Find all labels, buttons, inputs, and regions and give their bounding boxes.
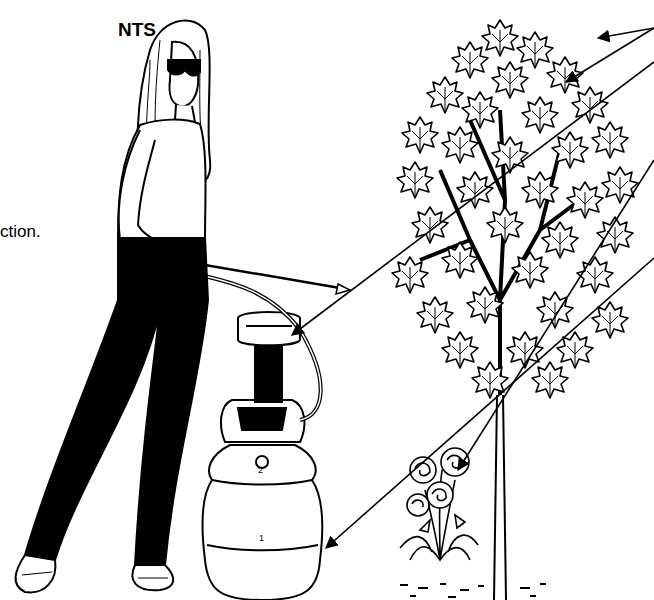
leaf xyxy=(402,117,438,153)
leaf xyxy=(522,172,558,208)
leaf xyxy=(397,162,433,198)
leaf xyxy=(487,207,523,243)
leaf xyxy=(517,32,553,68)
leaf xyxy=(452,42,488,78)
leaf xyxy=(572,87,608,123)
leaf xyxy=(542,222,578,258)
leaf xyxy=(467,287,503,323)
leaf xyxy=(462,92,498,128)
leaf xyxy=(592,122,628,158)
leaf xyxy=(522,97,558,133)
leaf xyxy=(412,207,448,243)
leaf xyxy=(577,257,613,293)
leaf xyxy=(442,242,478,278)
leaf xyxy=(567,182,603,218)
leaf xyxy=(457,172,493,208)
leaf xyxy=(482,20,518,56)
tree-trunk xyxy=(420,110,580,600)
leader-lines xyxy=(292,28,654,548)
heading-fragment: NTS xyxy=(118,20,156,39)
leaf xyxy=(602,167,638,203)
tree-leaves xyxy=(392,20,638,398)
text-fragment: ction. xyxy=(0,223,41,240)
fill-mark: 2 xyxy=(258,466,263,475)
leaf xyxy=(552,132,588,168)
leaf xyxy=(512,252,548,288)
fill-mark: 1 xyxy=(259,534,264,543)
rose-bush xyxy=(400,448,478,560)
leaf xyxy=(492,62,528,98)
leaf xyxy=(392,257,428,293)
pump-sprayer xyxy=(200,275,322,600)
woman-figure xyxy=(16,20,211,592)
leaf xyxy=(442,127,478,163)
ground-dashes xyxy=(400,584,546,597)
leaf xyxy=(417,297,453,333)
leaf xyxy=(427,77,463,113)
leaf xyxy=(442,332,478,368)
leaf xyxy=(532,362,568,398)
leaf xyxy=(557,332,593,368)
leaf xyxy=(492,137,528,173)
